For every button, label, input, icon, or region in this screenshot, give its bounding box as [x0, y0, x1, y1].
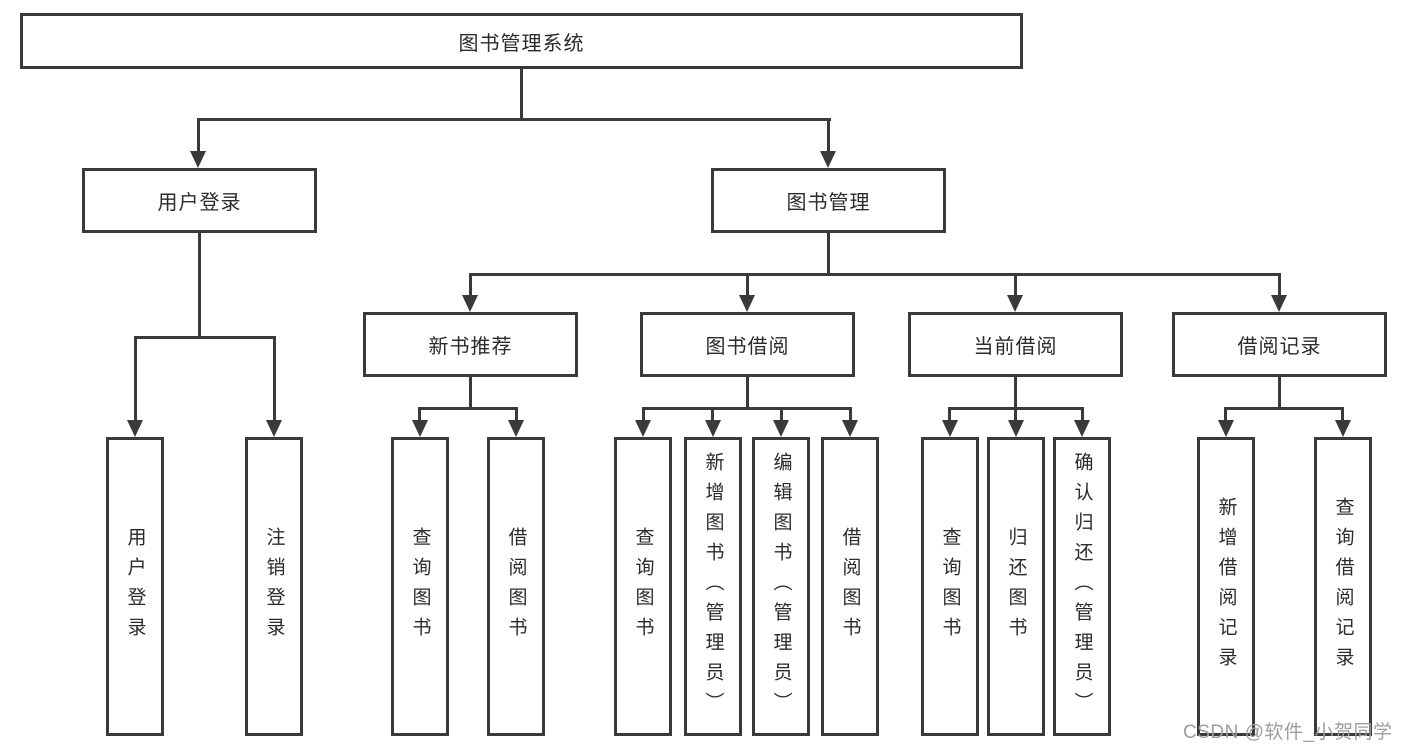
- leaf-label: 确认归还（管理员）: [1071, 451, 1093, 722]
- node-current-borrowing: 当前借阅: [908, 312, 1123, 377]
- leaf-label: 注销登录: [263, 526, 285, 647]
- node-label: 图书管理系统: [458, 32, 585, 55]
- leaf-confirm-return-admin: 确认归还（管理员）: [1053, 437, 1111, 736]
- leaf-query-books-borrowing: 查询图书: [614, 437, 672, 736]
- arrow-down-icon: [1007, 295, 1023, 312]
- connector-drop: [1341, 407, 1344, 422]
- leaf-label: 编辑图书（管理员）: [770, 451, 792, 722]
- arrow-down-icon: [127, 420, 143, 437]
- leaf-label: 新增图书（管理员）: [702, 451, 724, 722]
- connector-stem: [469, 377, 472, 410]
- connector-book-mgmt-stem: [827, 233, 830, 276]
- connector-book-mgmt-branch: [469, 273, 1281, 276]
- leaf-add-borrow-record: 新增借阅记录: [1197, 437, 1255, 736]
- connector-drop: [134, 336, 137, 421]
- arrow-down-icon: [942, 420, 958, 437]
- arrow-down-icon: [190, 151, 206, 168]
- leaf-query-books-recommend: 查询图书: [391, 437, 449, 736]
- arrow-down-icon: [1335, 420, 1351, 437]
- connector-drop: [642, 407, 645, 422]
- arrow-down-icon: [773, 420, 789, 437]
- leaf-edit-books-admin: 编辑图书（管理员）: [752, 437, 810, 736]
- leaf-add-books-admin: 新增图书（管理员）: [684, 437, 742, 736]
- arrow-down-icon: [1008, 420, 1024, 437]
- arrow-down-icon: [462, 295, 478, 312]
- leaf-return-books: 归还图书: [987, 437, 1045, 736]
- connector-drop: [1014, 273, 1017, 296]
- connector-drop: [1278, 273, 1281, 296]
- connector-stem: [746, 377, 749, 410]
- connector-branch: [418, 407, 518, 410]
- connector-root-stem: [520, 69, 523, 121]
- connector-drop: [1224, 407, 1227, 422]
- node-label: 用户登录: [157, 192, 242, 214]
- node-borrowing-records: 借阅记录: [1172, 312, 1387, 377]
- connector-drop: [515, 407, 518, 422]
- connector-user-login-drop: [197, 118, 200, 152]
- arrow-down-icon: [739, 295, 755, 312]
- connector-drop: [948, 407, 951, 422]
- connector-drop: [1081, 407, 1084, 422]
- connector-drop: [780, 407, 783, 422]
- leaf-query-borrow-record: 查询借阅记录: [1314, 437, 1372, 736]
- leaf-label: 查询图书: [409, 526, 431, 647]
- leaf-user-login: 用户登录: [106, 437, 164, 736]
- connector-user-login-stem: [198, 233, 201, 339]
- arrow-down-icon: [1271, 295, 1287, 312]
- leaf-label: 用户登录: [124, 526, 146, 647]
- leaf-query-books-current: 查询图书: [921, 437, 979, 736]
- connector-stem: [1014, 377, 1017, 410]
- leaf-label: 借阅图书: [505, 526, 527, 647]
- leaf-label: 查询图书: [632, 526, 654, 647]
- leaf-label: 归还图书: [1005, 526, 1027, 647]
- node-book-borrowing: 图书借阅: [640, 312, 855, 377]
- arrow-down-icon: [266, 420, 282, 437]
- node-user-login: 用户登录: [82, 168, 317, 233]
- leaf-logout: 注销登录: [245, 437, 303, 736]
- node-label: 新书推荐: [428, 336, 513, 358]
- node-library-management-system: 图书管理系统: [20, 13, 1023, 69]
- leaf-label: 借阅图书: [839, 526, 861, 647]
- arrow-down-icon: [705, 420, 721, 437]
- arrow-down-icon: [820, 151, 836, 168]
- node-label: 借阅记录: [1237, 336, 1322, 358]
- connector-drop: [469, 273, 472, 296]
- csdn-watermark: CSDN @软件_小贺同学: [1183, 722, 1393, 743]
- connector-drop: [418, 407, 421, 422]
- arrow-down-icon: [412, 420, 428, 437]
- arrow-down-icon: [635, 420, 651, 437]
- node-new-book-recommendation: 新书推荐: [363, 312, 578, 377]
- leaf-label: 查询借阅记录: [1332, 496, 1354, 677]
- arrow-down-icon: [842, 420, 858, 437]
- node-label: 当前借阅: [973, 336, 1058, 358]
- connector-branch: [1224, 407, 1344, 410]
- connector-root-branch: [197, 118, 831, 121]
- leaf-label: 新增借阅记录: [1215, 496, 1237, 677]
- connector-user-login-branch: [134, 336, 276, 339]
- arrow-down-icon: [1218, 420, 1234, 437]
- connector-drop: [711, 407, 714, 422]
- arrow-down-icon: [1074, 420, 1090, 437]
- node-label: 图书管理: [786, 192, 871, 214]
- connector-drop: [746, 273, 749, 296]
- connector-drop: [1014, 407, 1017, 422]
- leaf-label: 查询图书: [939, 526, 961, 647]
- connector-drop: [273, 336, 276, 421]
- arrow-down-icon: [508, 420, 524, 437]
- leaf-borrow-books-recommend: 借阅图书: [487, 437, 545, 736]
- node-label: 图书借阅: [705, 336, 790, 358]
- connector-branch: [642, 407, 852, 410]
- node-book-management: 图书管理: [711, 168, 946, 233]
- connector-book-mgmt-drop: [827, 118, 830, 152]
- connector-drop: [849, 407, 852, 422]
- leaf-borrow-books: 借阅图书: [821, 437, 879, 736]
- connector-stem: [1278, 377, 1281, 410]
